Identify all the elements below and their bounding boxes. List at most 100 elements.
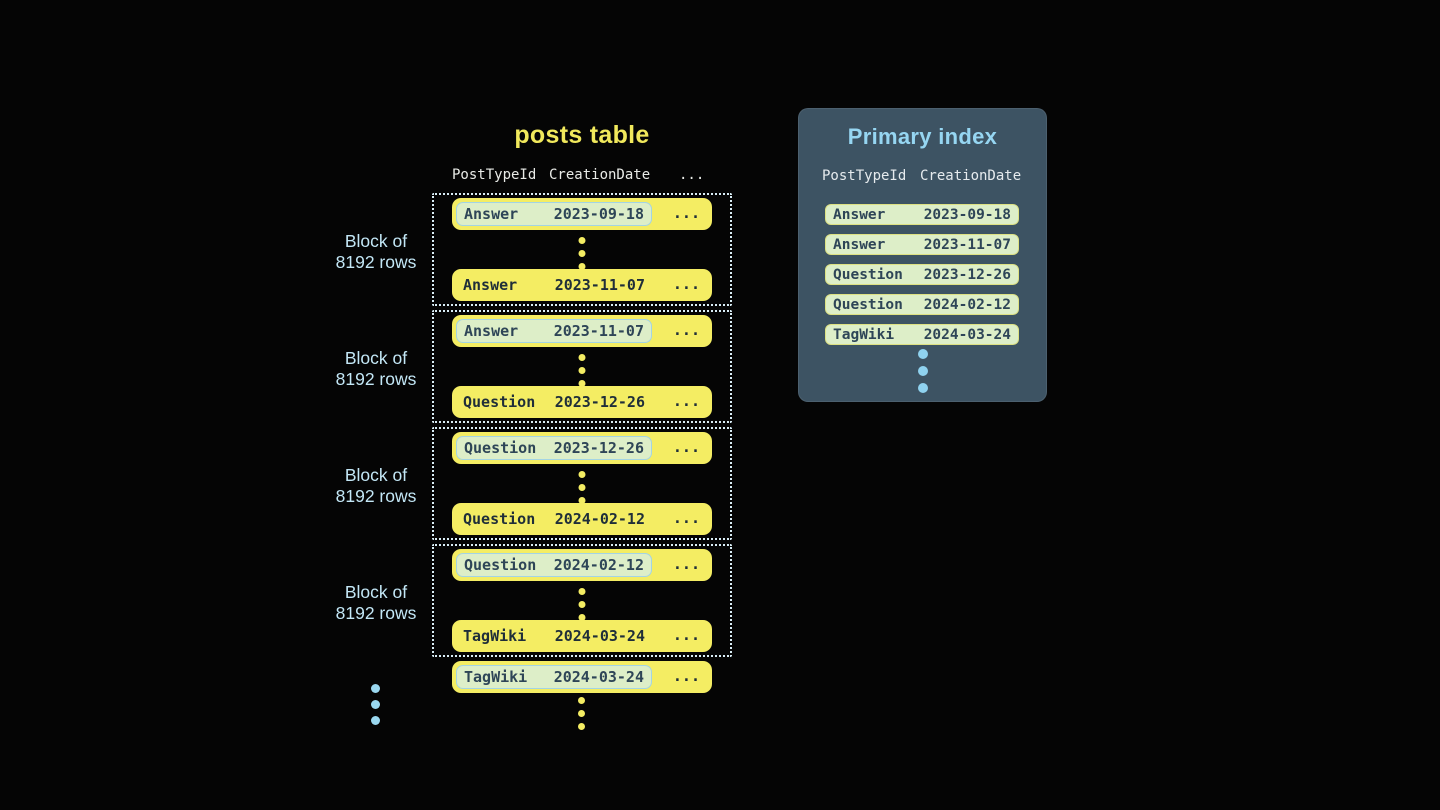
posts-table-column-headers: PostTypeId CreationDate ...: [432, 167, 732, 185]
column-header-more: ...: [679, 167, 705, 183]
more-blocks-ellipsis-dots: [371, 684, 380, 725]
column-header-creationdate: CreationDate: [920, 168, 1022, 184]
column-header-posttypeid: PostTypeId: [452, 167, 537, 183]
dot: [578, 237, 586, 244]
creation-date-value: 2023-12-26: [553, 439, 644, 457]
post-type-value: Answer: [833, 236, 886, 253]
table-row: Answer 2023-11-07 ...: [452, 269, 712, 301]
post-type-value: Question: [464, 439, 537, 457]
block-label-2: Block of 8192 rows: [296, 348, 456, 390]
dot: [578, 588, 586, 595]
block-label-4: Block of 8192 rows: [296, 582, 456, 624]
creation-date-value: 2024-02-12: [553, 556, 644, 574]
post-type-value: Question: [833, 266, 903, 283]
dot: [371, 684, 380, 693]
block-label-1: Block of 8192 rows: [296, 231, 456, 273]
block-label-line2: 8192 rows: [335, 486, 417, 506]
table-row: TagWiki 2024-03-24 ...: [452, 620, 712, 652]
column-header-posttypeid: PostTypeId: [822, 168, 907, 184]
creation-date-value: 2023-11-07: [554, 276, 645, 294]
dot: [578, 497, 586, 504]
primary-index-title: Primary index: [847, 124, 998, 149]
posts-block-3: Question 2023-12-26 ... Question 2024-02…: [432, 427, 732, 540]
creation-date-value: 2023-11-07: [923, 236, 1011, 253]
more-rows-ellipsis-dots: [578, 697, 585, 730]
creation-date-value: 2024-02-12: [923, 296, 1011, 313]
row-ellipsis: ...: [672, 321, 700, 340]
index-entry: Question 2023-12-26: [825, 264, 1019, 285]
dot: [578, 263, 586, 270]
index-entry: TagWiki 2024-03-24: [825, 324, 1019, 345]
dot: [578, 471, 586, 478]
table-row: Answer 2023-11-07 ...: [452, 315, 712, 347]
index-entry: Question 2024-02-12: [825, 294, 1019, 315]
creation-date-value: 2024-03-24: [554, 627, 645, 645]
more-entries-ellipsis-dots: [917, 349, 928, 393]
primary-index-column-headers: PostTypeId CreationDate: [799, 168, 1046, 186]
block-label-line1: Block of: [344, 231, 408, 251]
creation-date-value: 2023-12-26: [554, 393, 645, 411]
post-type-value: Answer: [464, 322, 519, 340]
block-label-line1: Block of: [344, 465, 408, 485]
indexed-key-highlight: Question 2023-12-26: [456, 436, 652, 460]
rows-ellipsis-dots: [578, 354, 586, 387]
row-ellipsis: ...: [672, 509, 700, 528]
row-ellipsis: ...: [672, 438, 700, 457]
post-type-value: Answer: [464, 205, 519, 223]
index-entry: Answer 2023-09-18: [825, 204, 1019, 225]
dot: [578, 380, 586, 387]
row-ellipsis: ...: [672, 275, 700, 294]
dot: [578, 601, 586, 608]
row-ellipsis: ...: [672, 626, 700, 645]
post-type-value: Question: [833, 296, 903, 313]
post-type-value: Question: [463, 510, 536, 528]
posts-table-title: posts table: [514, 121, 650, 149]
block-label-line2: 8192 rows: [335, 252, 417, 272]
table-row: Answer 2023-09-18 ...: [452, 198, 712, 230]
block-label-line1: Block of: [344, 348, 408, 368]
post-type-value: Question: [464, 556, 537, 574]
table-row: Question 2023-12-26 ...: [452, 386, 712, 418]
creation-date-value: 2024-03-24: [553, 668, 644, 686]
dot: [917, 383, 928, 393]
post-type-value: TagWiki: [463, 627, 527, 645]
row-ellipsis: ...: [672, 667, 700, 686]
dot: [578, 354, 586, 361]
creation-date-value: 2024-02-12: [554, 510, 645, 528]
dot: [578, 367, 586, 374]
dot: [917, 366, 928, 376]
posts-block-2: Answer 2023-11-07 ... Question 2023-12-2…: [432, 310, 732, 423]
rows-ellipsis-dots: [578, 588, 586, 621]
post-type-value: TagWiki: [464, 668, 528, 686]
dot: [578, 250, 586, 257]
block-label-line2: 8192 rows: [335, 369, 417, 389]
post-type-value: Answer: [833, 206, 886, 223]
post-type-value: Answer: [463, 276, 518, 294]
block-label-line1: Block of: [344, 582, 408, 602]
creation-date-value: 2024-03-24: [923, 326, 1011, 343]
creation-date-value: 2023-09-18: [553, 205, 644, 223]
post-type-value: Question: [463, 393, 536, 411]
block-label-line2: 8192 rows: [335, 603, 417, 623]
indexed-key-highlight: Question 2024-02-12: [456, 553, 652, 577]
post-type-value: TagWiki: [833, 326, 895, 343]
dot: [578, 484, 586, 491]
posts-block-1: Answer 2023-09-18 ... Answer 2023-11-07 …: [432, 193, 732, 306]
row-ellipsis: ...: [672, 555, 700, 574]
dot: [578, 697, 585, 704]
dot: [578, 614, 586, 621]
row-ellipsis: ...: [672, 204, 700, 223]
creation-date-value: 2023-09-18: [923, 206, 1011, 223]
table-row: Question 2024-02-12 ...: [452, 549, 712, 581]
indexed-key-highlight: TagWiki 2024-03-24: [456, 665, 652, 689]
dot: [917, 349, 928, 359]
indexed-key-highlight: Answer 2023-11-07: [456, 319, 652, 343]
table-row-next-block: TagWiki 2024-03-24 ...: [452, 661, 712, 693]
rows-ellipsis-dots: [578, 471, 586, 504]
block-label-3: Block of 8192 rows: [296, 465, 456, 507]
creation-date-value: 2023-11-07: [553, 322, 644, 340]
index-entry: Answer 2023-11-07: [825, 234, 1019, 255]
primary-index-panel: Primary index PostTypeId CreationDate An…: [798, 108, 1047, 402]
creation-date-value: 2023-12-26: [923, 266, 1011, 283]
table-row: Question 2023-12-26 ...: [452, 432, 712, 464]
